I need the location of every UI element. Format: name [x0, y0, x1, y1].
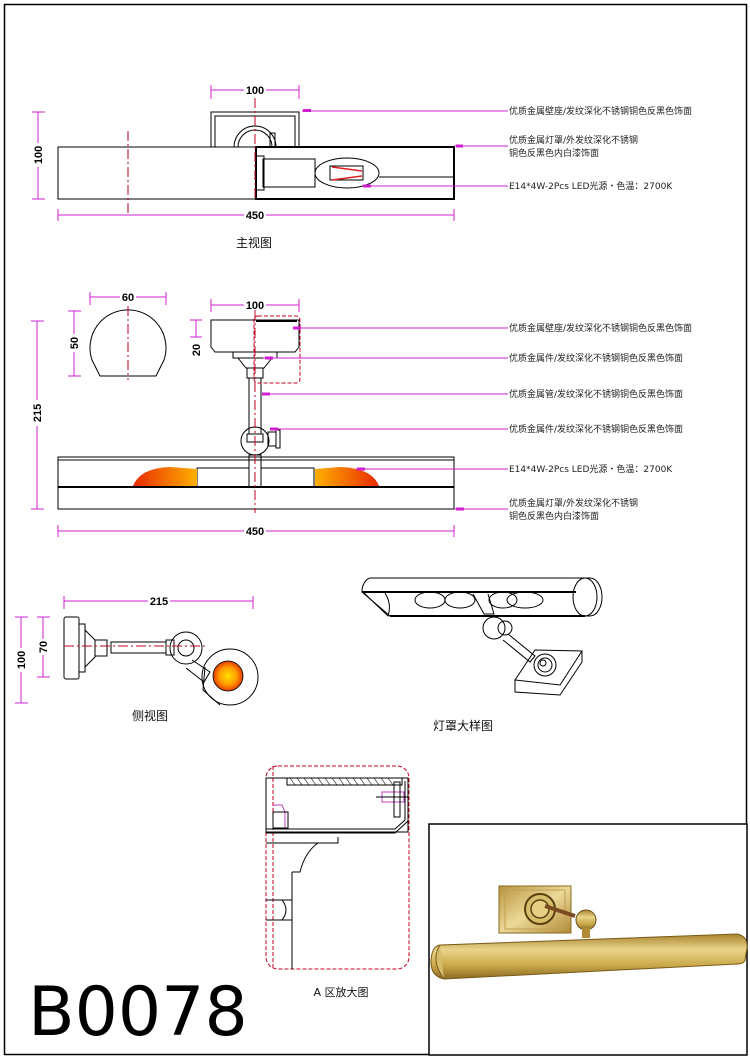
svg-text:450: 450: [246, 526, 264, 538]
svg-text:优质金属管/发纹深化不锈钢铜色反黑色饰面: 优质金属管/发纹深化不锈钢铜色反黑色饰面: [509, 388, 683, 400]
front-view: 100 100: [30, 84, 692, 250]
arm-tube: [110, 641, 167, 654]
svg-text:优质金属件/发纹深化不锈钢铜色反黑色饰面: 优质金属件/发纹深化不锈钢铜色反黑色饰面: [509, 352, 683, 364]
front-view-caption: 主视图: [236, 235, 272, 250]
iso-view: 灯罩大样图: [361, 577, 603, 733]
brass-shade-photo: [430, 933, 748, 980]
svg-text:100: 100: [33, 146, 45, 164]
svg-text:优质金属壁座/发纹深化不锈钢铜色反黑色饰面: 优质金属壁座/发纹深化不锈钢铜色反黑色饰面: [509, 322, 692, 334]
svg-text:铜色反黑色内白漆饰面: 铜色反黑色内白漆饰面: [509, 147, 599, 159]
callout-2: 优质金属灯罩/外发纹深化不锈钢 铜色反黑色内白漆饰面: [454, 134, 638, 159]
svg-text:优质金属灯罩/外发纹深化不锈钢: 优质金属灯罩/外发纹深化不锈钢: [509, 134, 638, 146]
led-glow-left: [133, 467, 197, 486]
socket: [262, 158, 316, 188]
led-glow-side: [212, 660, 244, 692]
sheet-border: [3, 3, 748, 1056]
callout-shade: 优质金属灯罩/外发纹深化不锈钢 铜色反黑色内白漆饰面: [454, 497, 638, 522]
dim-height: 100: [30, 111, 46, 200]
led-glow-right: [315, 467, 379, 486]
svg-text:铜色反黑色内白漆饰面: 铜色反黑色内白漆饰面: [509, 510, 599, 522]
callout-led: E14*4W-2Pcs LED光源・色温：2700K: [356, 463, 673, 475]
dim-label: 100: [246, 85, 264, 97]
callout-wall-plate: 优质金属壁座/发纹深化不锈钢铜色反黑色饰面: [293, 322, 692, 334]
side-view-caption: 侧视图: [132, 708, 168, 723]
callout-fitting-1: 优质金属件/发纹深化不锈钢铜色反黑色饰面: [263, 352, 683, 364]
dim-width: 450: [57, 209, 455, 222]
iso-view-caption: 灯罩大样图: [433, 718, 493, 733]
svg-text:E14*4W-2Pcs LED光源・色温：2700K: E14*4W-2Pcs LED光源・色温：2700K: [509, 180, 673, 192]
product-code: B0078: [28, 973, 248, 1052]
wall-plate-side: [63, 616, 80, 680]
candle-bulb: [314, 157, 380, 189]
product-photo: [428, 823, 748, 1056]
detail-a-caption: A 区放大图: [313, 985, 368, 999]
svg-text:20: 20: [191, 344, 203, 356]
callout-3: E14*4W-2Pcs LED光源・色温：2700K: [363, 180, 673, 192]
svg-text:60: 60: [122, 292, 134, 304]
callout-tube: 优质金属管/发纹深化不锈钢铜色反黑色饰面: [262, 388, 683, 400]
shade-profile: 60 50: [67, 291, 167, 380]
wall-plate-iso: [514, 649, 583, 686]
svg-text:50: 50: [69, 337, 81, 349]
svg-text:215: 215: [32, 404, 44, 422]
svg-text:215: 215: [150, 596, 168, 608]
svg-text:优质金属件/发纹深化不锈钢铜色反黑色饰面: 优质金属件/发纹深化不锈钢铜色反黑色饰面: [509, 423, 683, 435]
top-view: 60 50 100 20: [30, 291, 692, 538]
svg-text:优质金属灯罩/外发纹深化不锈钢: 优质金属灯罩/外发纹深化不锈钢: [509, 497, 638, 509]
svg-text:100: 100: [246, 300, 264, 312]
svg-text:70: 70: [38, 641, 50, 653]
callout-fitting-2: 优质金属件/发纹深化不锈钢铜色反黑色饰面: [270, 423, 683, 435]
shade-top: [57, 456, 455, 488]
wall-plate: [210, 319, 300, 353]
side-view: 215 100 70 侧视图: [14, 595, 259, 723]
svg-text:450: 450: [246, 210, 264, 222]
dim-base-width: 100: [210, 84, 300, 99]
detail-a-view: A 区放大图: [265, 765, 410, 999]
svg-text:E14*4W-2Pcs LED光源・色温：2700K: E14*4W-2Pcs LED光源・色温：2700K: [509, 463, 673, 475]
detail-a-marker: [253, 315, 301, 384]
knuckle-joint-side: [169, 631, 203, 665]
shade-end: [201, 648, 259, 706]
svg-text:100: 100: [16, 651, 28, 669]
svg-text:优质金属壁座/发纹深化不锈钢铜色反黑色饰面: 优质金属壁座/发纹深化不锈钢铜色反黑色饰面: [509, 105, 692, 117]
callout-1: 优质金属壁座/发纹深化不锈钢铜色反黑色饰面: [302, 105, 692, 117]
